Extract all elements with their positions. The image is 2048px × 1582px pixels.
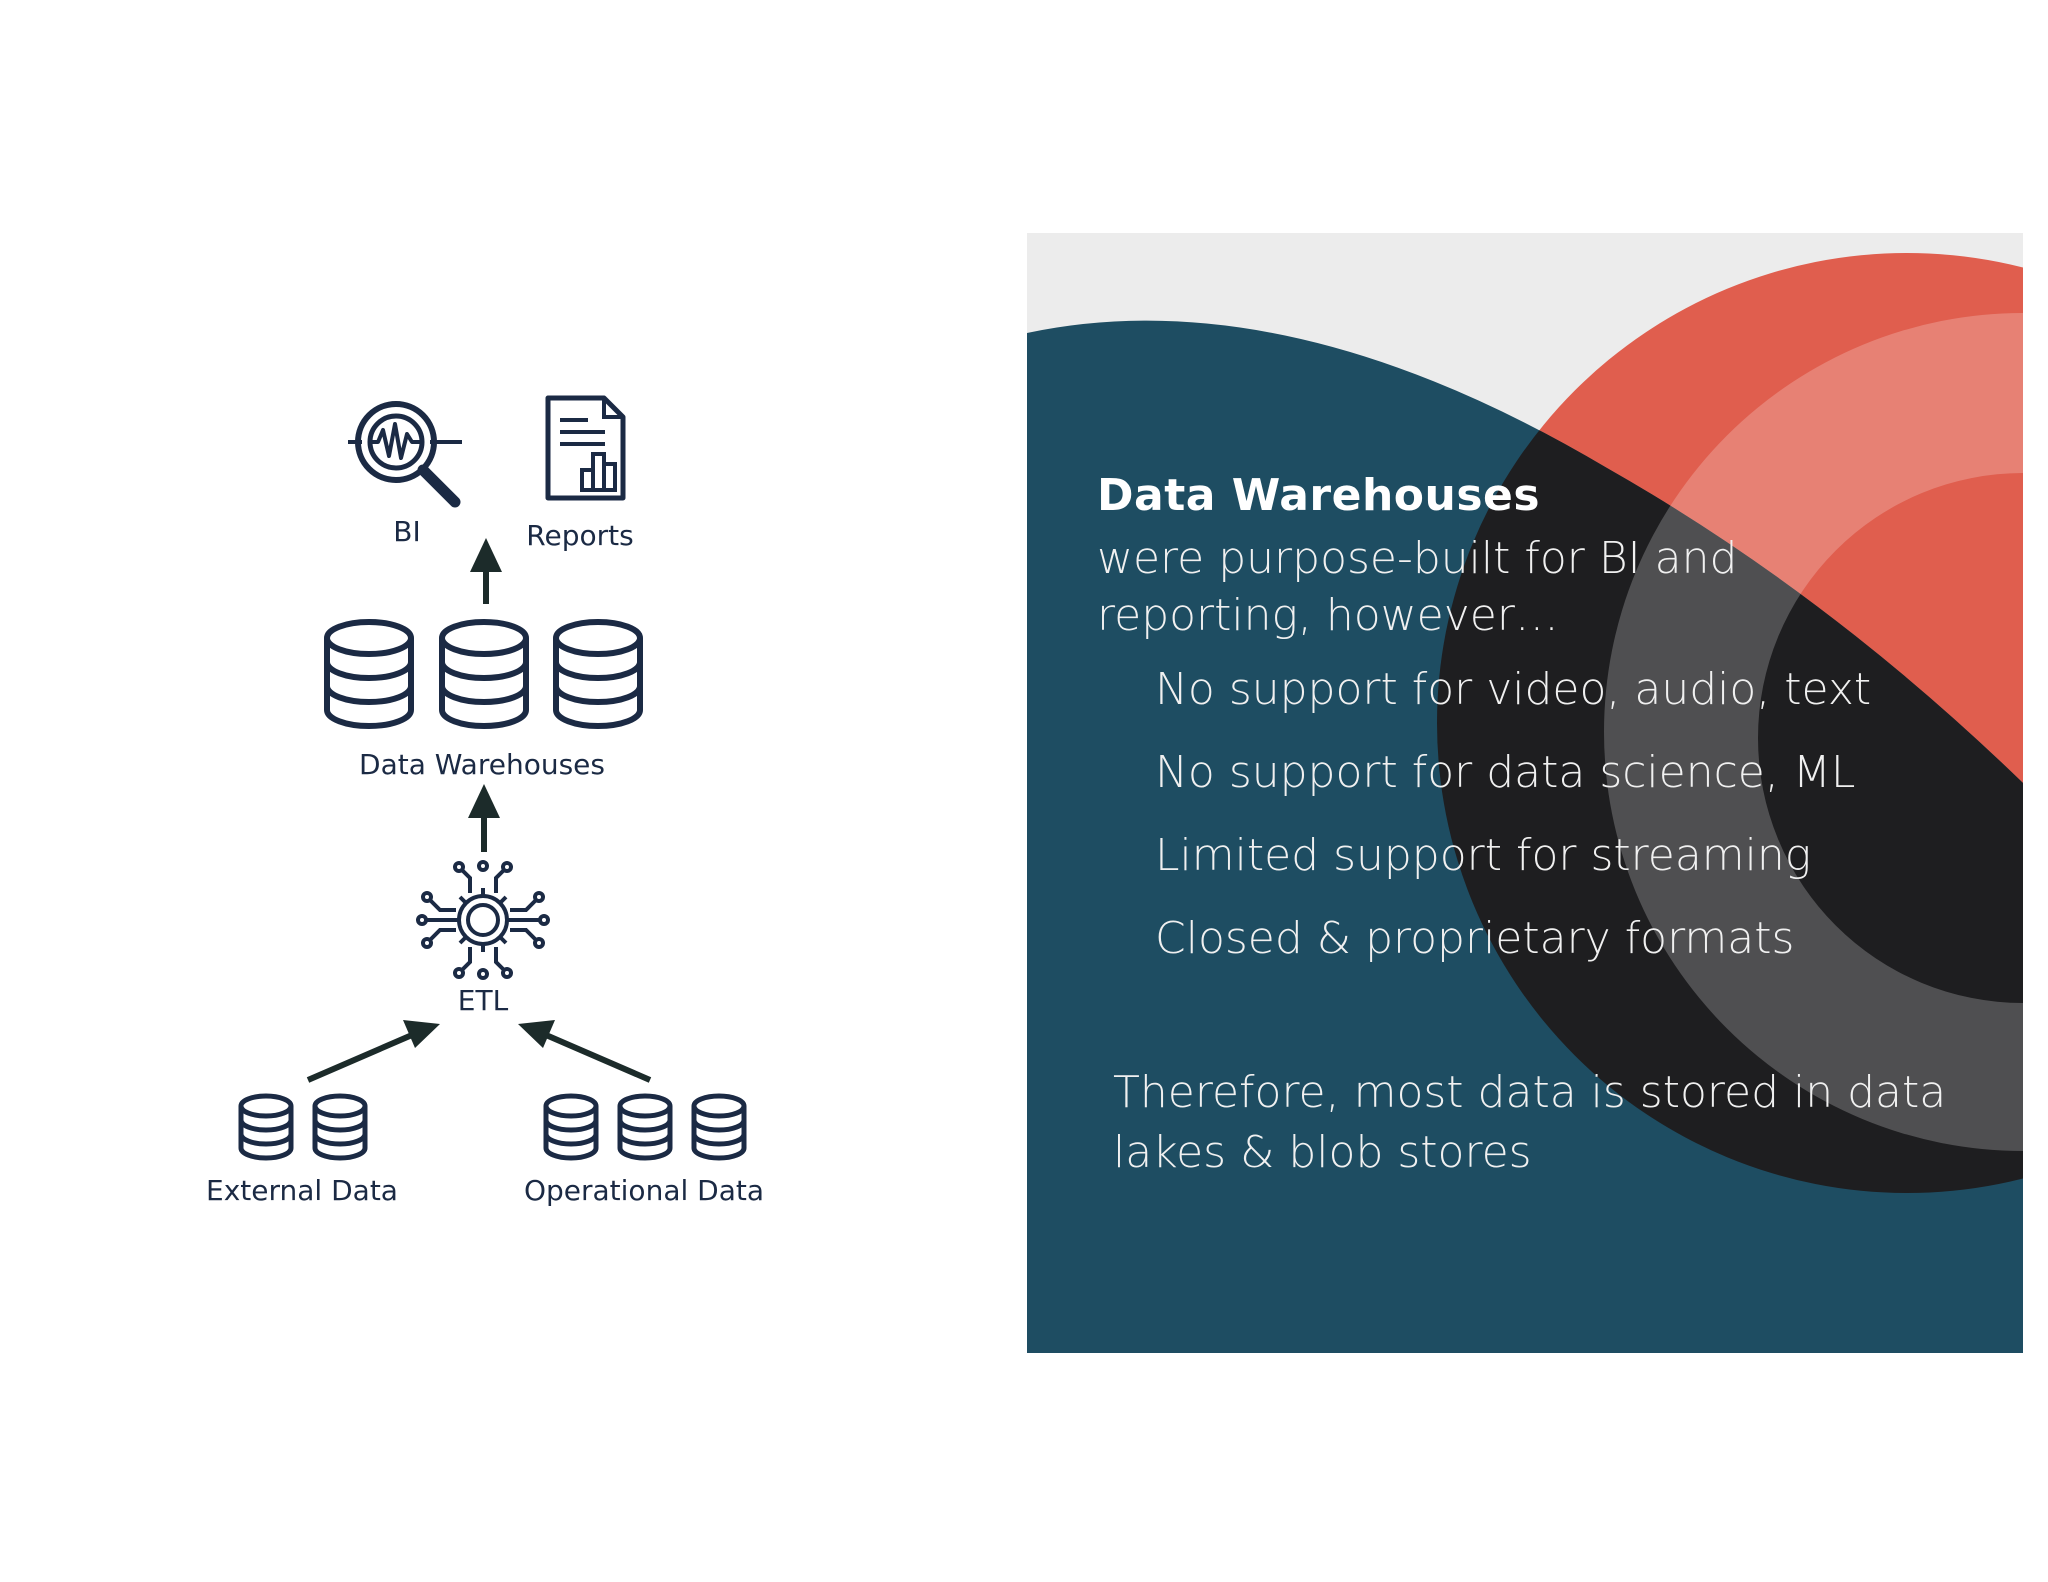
database-icon bbox=[442, 622, 526, 726]
list-item: No support for video, audio, text bbox=[1155, 664, 1872, 715]
etl-gear-icon bbox=[416, 860, 550, 980]
ring-overlay bbox=[1604, 313, 2023, 1151]
arrow-icon bbox=[518, 1020, 652, 1083]
bi-label: BI bbox=[393, 515, 420, 548]
database-icon bbox=[327, 622, 411, 726]
list-item: Limited support for streaming bbox=[1155, 830, 1812, 881]
panel-background bbox=[1027, 233, 2023, 1353]
architecture-diagram: BI Reports Data Warehouses bbox=[206, 395, 764, 1207]
database-icon bbox=[315, 1096, 365, 1158]
info-panel: Data Warehouses were purpose-built for B… bbox=[1027, 233, 2023, 1353]
database-icon bbox=[241, 1096, 291, 1158]
list-item: No support for data science, ML bbox=[1155, 747, 1856, 798]
external-data-label: External Data bbox=[206, 1174, 398, 1207]
bi-magnifier-icon bbox=[348, 401, 462, 508]
panel-intro: were purpose-built for BI and reporting,… bbox=[1097, 533, 1738, 641]
data-warehouses-label: Data Warehouses bbox=[359, 748, 605, 781]
reports-label: Reports bbox=[526, 519, 633, 552]
operational-data-label: Operational Data bbox=[524, 1174, 764, 1207]
arrow-icon bbox=[306, 1020, 440, 1083]
arrow-icon bbox=[468, 784, 500, 852]
arrow-icon bbox=[470, 538, 502, 604]
report-document-icon bbox=[545, 395, 626, 501]
etl-label: ETL bbox=[458, 984, 509, 1017]
panel-conclusion: Therefore, most data is stored in data l… bbox=[1113, 1067, 1947, 1178]
database-icon bbox=[556, 622, 640, 726]
database-icon bbox=[546, 1096, 596, 1158]
limitations-list: No support for video, audio, text No sup… bbox=[1155, 661, 1871, 993]
database-icon bbox=[620, 1096, 670, 1158]
database-icon bbox=[694, 1096, 744, 1158]
list-item: Closed & proprietary formats bbox=[1155, 913, 1795, 964]
panel-heading: Data Warehouses bbox=[1097, 470, 1541, 521]
